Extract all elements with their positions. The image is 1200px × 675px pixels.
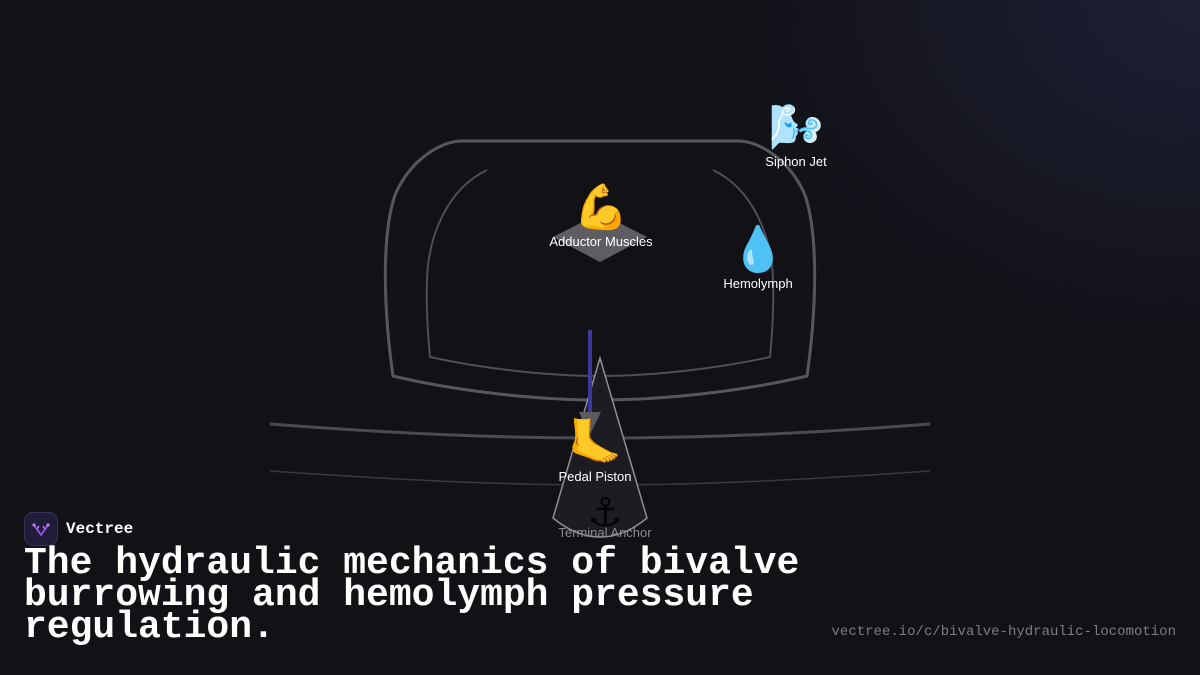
droplet-icon: 💧 bbox=[730, 224, 786, 275]
node-label: Pedal Piston bbox=[558, 469, 632, 484]
adductor-diamond bbox=[553, 213, 647, 262]
anchor-icon: ⚓ bbox=[587, 490, 623, 536]
brand-name: Vectree bbox=[66, 520, 134, 538]
vectree-logo-icon bbox=[24, 512, 58, 546]
push-arrow-head bbox=[579, 412, 601, 434]
page-title: The hydraulic mechanics of bivalve burro… bbox=[24, 542, 800, 649]
node-siphon-jet: 🌬️ Siphon Jet bbox=[765, 102, 827, 170]
node-hemolymph: 💧 Hemolymph bbox=[723, 224, 793, 292]
node-adductor-muscles: 💪 Adductor Muscles bbox=[549, 182, 653, 250]
node-pedal-piston: 🦶 Pedal Piston bbox=[558, 417, 632, 485]
dashing-away-icon: 🌬️ bbox=[768, 102, 824, 153]
foot-icon: 🦶 bbox=[567, 417, 623, 468]
flexed-biceps-icon: 💪 bbox=[573, 182, 629, 233]
foot-cone bbox=[552, 355, 648, 538]
node-label: Terminal Anchor bbox=[558, 525, 652, 540]
node-label: Adductor Muscles bbox=[549, 234, 653, 249]
source-url: vectree.io/c/bivalve-hydraulic-locomotio… bbox=[831, 624, 1176, 640]
node-label: Hemolymph bbox=[723, 276, 793, 291]
brand: Vectree bbox=[24, 512, 133, 546]
node-terminal-anchor: ⚓ Terminal Anchor bbox=[558, 493, 651, 548]
node-label: Siphon Jet bbox=[765, 154, 827, 169]
